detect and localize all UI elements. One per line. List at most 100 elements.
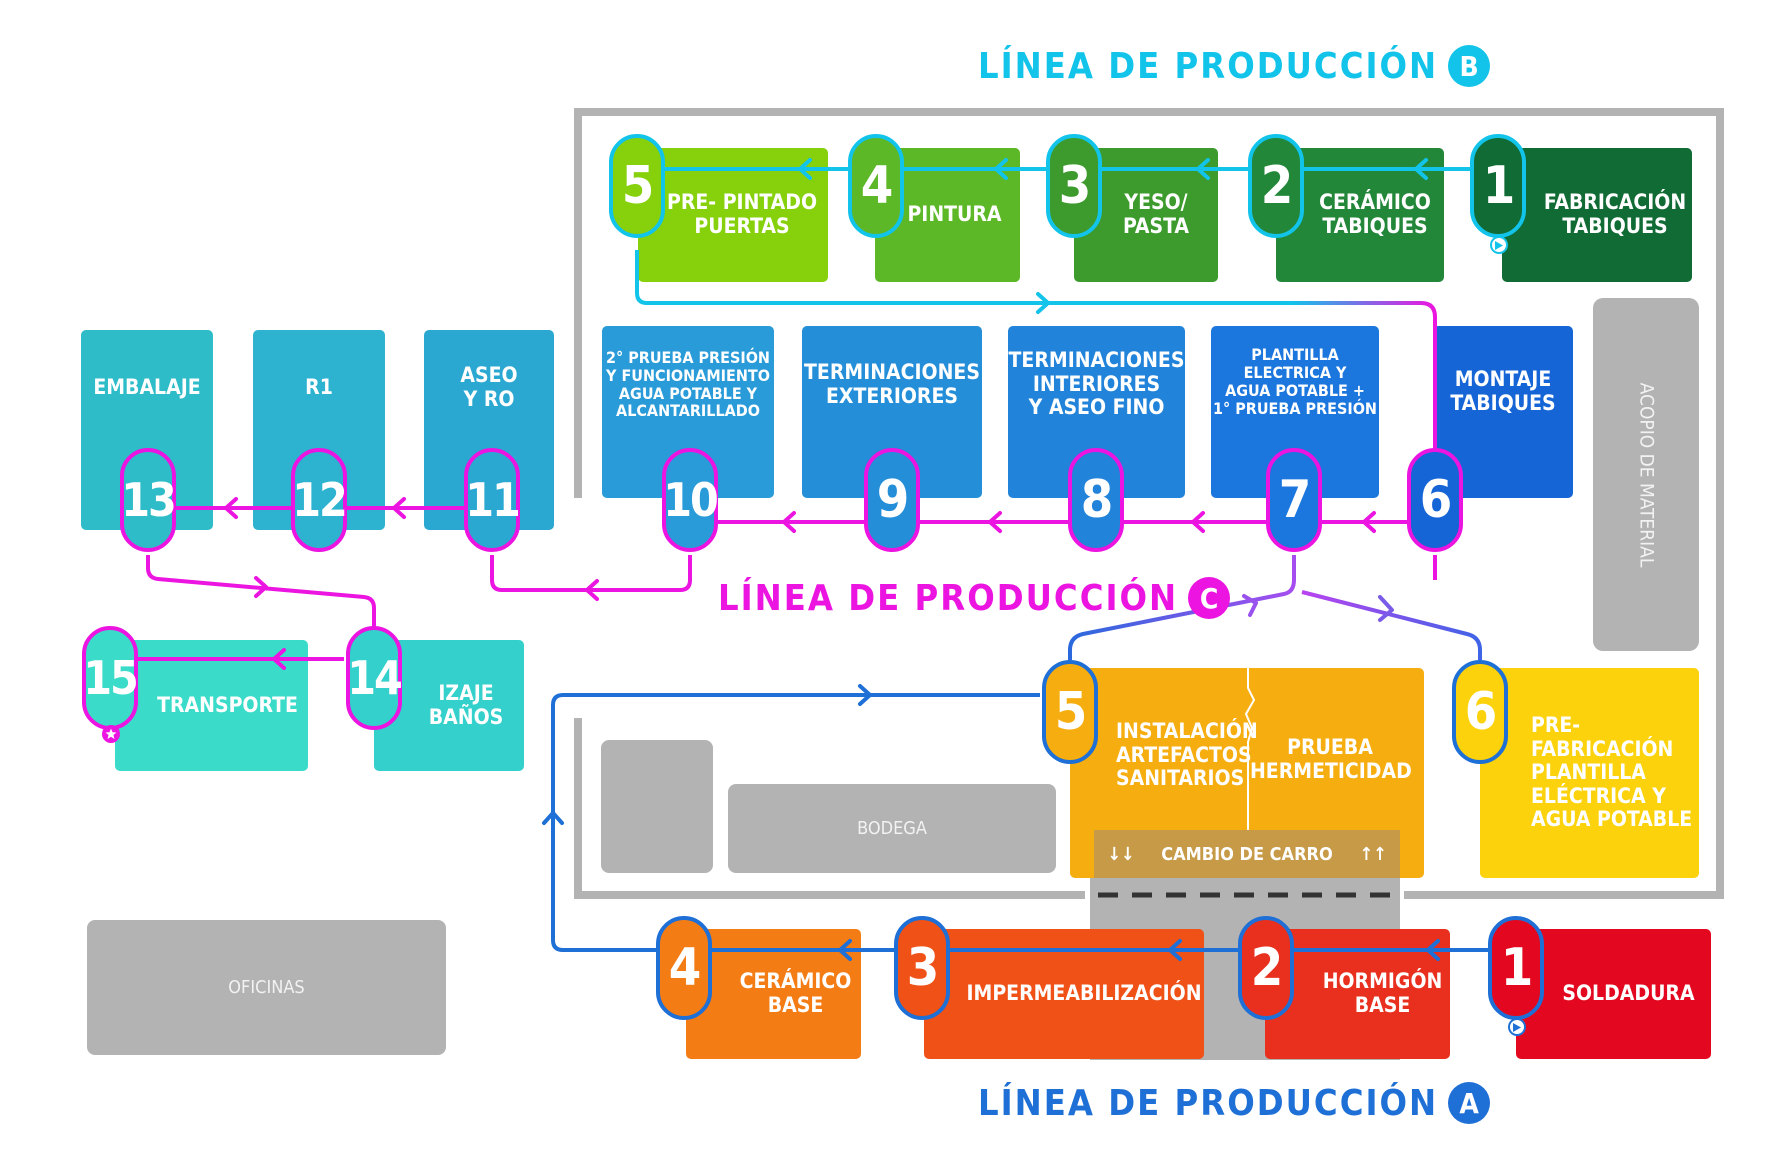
badge-a3-num: 3	[906, 938, 940, 998]
badge-a5: 5	[1042, 660, 1098, 764]
step-b5-label: PRE- PINTADO PUERTAS	[666, 190, 818, 238]
step-c6-label: MONTAJE TABIQUES	[1450, 367, 1556, 415]
line-a6-to-c6	[1301, 590, 1482, 660]
badge-b4-num: 4	[860, 156, 894, 216]
step-a6-box: PRE- FABRICACIÓN PLANTILLA ELÉCTRICA Y A…	[1480, 668, 1699, 878]
badge-b5: 5	[609, 134, 665, 238]
badge-b4: 4	[848, 134, 904, 238]
arrows-crossing	[1242, 594, 1394, 622]
title-line-c-text: LÍNEA DE PRODUCCIÓN	[718, 577, 1179, 619]
badge-a2: 2	[1238, 916, 1294, 1020]
step-c10-label: 2° PRUEBA PRESIÓN Y FUNCIONAMIENTO AGUA …	[606, 347, 770, 421]
step-c12-label: R1	[305, 374, 333, 399]
badge-a6: 6	[1452, 660, 1508, 764]
arrows-line-c	[224, 497, 1376, 670]
step-c7-label: PLANTILLA ELECTRICA Y AGUA POTABLE + 1° …	[1213, 345, 1377, 418]
badge-c14: 14	[346, 626, 403, 730]
step-a3-label: IMPERMEABILIZACIÓN	[966, 981, 1202, 1006]
badge-a4: 4	[656, 916, 712, 1020]
line-a5-to-c7	[1068, 555, 1296, 660]
step-a1-label: SOLDADURA	[1562, 981, 1695, 1006]
badge-a1-num: 1	[1500, 938, 1534, 998]
small-storage-area	[601, 740, 713, 873]
badge-c9-num: 9	[876, 470, 910, 530]
step-a1-box: SOLDADURA	[1516, 929, 1711, 1059]
badge-c13-num: 13	[121, 473, 177, 527]
line-a-4-to-5	[551, 693, 1040, 952]
step-a2-label: HORMIGÓN BASE	[1322, 969, 1443, 1017]
title-line-c: LÍNEA DE PRODUCCIÓN C	[718, 577, 1231, 619]
badge-c11: 11	[464, 448, 521, 552]
badge-b2-num: 2	[1260, 156, 1294, 216]
line-c-13-to-14	[146, 555, 376, 630]
badge-b1-num: 1	[1482, 156, 1516, 216]
badge-c9: 9	[864, 448, 920, 552]
badge-a3: 3	[894, 916, 950, 1020]
badge-c10-num: 10	[663, 473, 719, 527]
badge-c7-num: 7	[1278, 470, 1312, 530]
step-c9-label: TERMINACIONES EXTERIORES	[804, 359, 980, 408]
badge-a5-num: 5	[1054, 682, 1088, 742]
badge-a6-num: 6	[1464, 682, 1498, 742]
line-c-10-to-11	[490, 555, 692, 592]
badge-b1: 1	[1470, 134, 1526, 238]
badge-c8-num: 8	[1080, 470, 1114, 530]
step-c8-label: TERMINACIONES INTERIORES Y ASEO FINO	[1008, 348, 1185, 420]
oficinas-area: OFICINAS	[87, 920, 446, 1055]
step-b2-label: CERÁMICO TABIQUES	[1319, 190, 1431, 238]
step-b3-label: YESO/ PASTA	[1122, 190, 1190, 238]
title-line-a-text: LÍNEA DE PRODUCCIÓN	[978, 1082, 1439, 1124]
cambio-arrows-down: ↓↓	[1107, 843, 1135, 865]
cambio-arrows-up: ↑↑	[1359, 843, 1387, 865]
step-c13-label: EMBALAJE	[93, 374, 201, 399]
cambio-carro-label: CAMBIO DE CARRO	[1161, 843, 1333, 865]
step-a6-label: PRE- FABRICACIÓN PLANTILLA ELÉCTRICA Y A…	[1531, 713, 1693, 832]
step-a5-divider	[1244, 668, 1256, 830]
bodega-label: BODEGA	[857, 818, 927, 839]
badge-b3: 3	[1046, 134, 1102, 238]
step-c14-label: IZAJE BAÑOS	[428, 680, 504, 729]
line-c6-cross-b	[1302, 580, 1435, 610]
plant-frame-bottom	[574, 718, 1085, 899]
step-a5-box: INSTALACIÓN ARTEFACTOS SANITARIOS PRUEBA…	[1070, 668, 1424, 878]
badge-c6: 6	[1407, 448, 1463, 552]
step-a5-label2: PRUEBA HERMETICIDAD	[1250, 735, 1412, 783]
step-a4-label: CERÁMICO BASE	[739, 969, 852, 1017]
acopio-area: ACOPIO DE MATERIAL	[1593, 298, 1699, 651]
badge-c14-num: 14	[347, 651, 403, 705]
start-icon-a	[1508, 1018, 1526, 1036]
title-line-b: LÍNEA DE PRODUCCIÓN B	[978, 45, 1491, 87]
title-line-b-letter: B	[1448, 45, 1491, 87]
badge-b3-num: 3	[1058, 156, 1092, 216]
badge-c12: 12	[291, 448, 348, 552]
title-line-b-text: LÍNEA DE PRODUCCIÓN	[978, 45, 1439, 87]
start-icon-b	[1490, 236, 1508, 254]
cambio-carro-bar: ↓↓ CAMBIO DE CARRO ↑↑	[1094, 830, 1400, 878]
badge-b2: 2	[1248, 134, 1304, 238]
line-b-to-c-connector	[635, 250, 1437, 448]
line-a6-to-c6b	[1302, 555, 1442, 592]
badge-c15: 15	[82, 626, 139, 730]
step-a5-label: INSTALACIÓN ARTEFACTOS SANITARIOS	[1116, 719, 1258, 791]
title-line-c-letter: C	[1188, 577, 1231, 619]
oficinas-label: OFICINAS	[228, 977, 305, 998]
plant-frame	[574, 108, 1724, 899]
title-line-a-letter: A	[1448, 1082, 1491, 1124]
arrows-line-a	[542, 684, 1440, 961]
badge-c8: 8	[1068, 448, 1124, 552]
arrows-line-b	[798, 158, 1428, 314]
step-b4-label: PINTURA	[907, 202, 1002, 227]
badge-c15-num: 15	[83, 651, 139, 705]
badge-b5-num: 5	[621, 156, 655, 216]
badge-a2-num: 2	[1250, 938, 1284, 998]
end-star-icon	[102, 725, 120, 743]
step-b1-box: FABRICACIÓN TABIQUES	[1502, 148, 1692, 282]
step-b1-label: FABRICACIÓN TABIQUES	[1543, 190, 1687, 238]
badge-c10: 10	[662, 448, 719, 552]
badge-c11-num: 11	[465, 473, 521, 527]
badge-a1: 1	[1488, 916, 1544, 1020]
badge-c7: 7	[1266, 448, 1322, 552]
step-c11-label: ASEO Y RO	[460, 362, 518, 411]
